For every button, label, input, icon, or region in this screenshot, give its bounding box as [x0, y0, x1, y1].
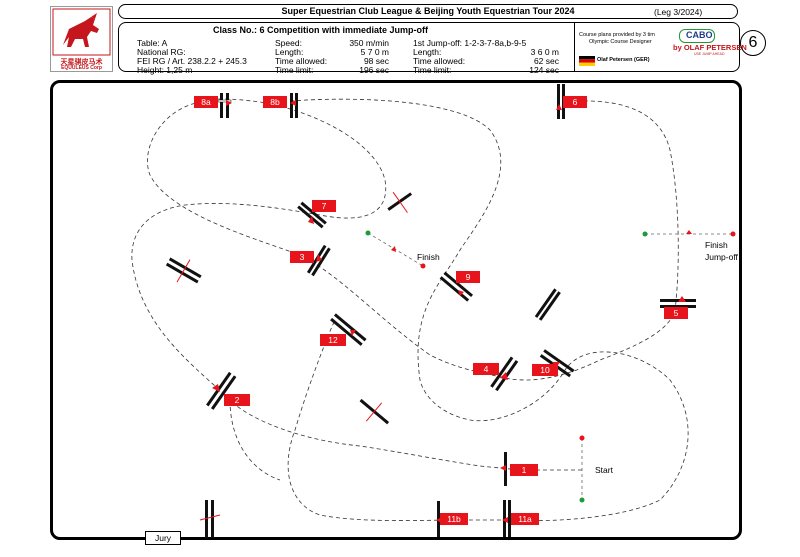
start-line — [579, 435, 585, 503]
fence-8b — [290, 93, 298, 118]
length-label: Length: — [275, 47, 304, 57]
logo-subtext: EQUULEUS Corp — [61, 65, 102, 71]
logo-text: 天星骐皮马术 — [60, 59, 103, 66]
label-11b: 11b — [440, 513, 468, 525]
jury-box: Jury — [145, 531, 181, 545]
label-2: 2 — [224, 394, 250, 406]
fence-bottom-left — [199, 500, 221, 538]
label-11a-text: 11a — [518, 514, 532, 524]
label-7: 7 — [312, 200, 336, 212]
course-number-badge: 6 — [740, 30, 766, 56]
finish-jumpoff-line — [642, 230, 736, 237]
label-9-text: 9 — [466, 272, 471, 282]
fence-bottom-mid — [359, 398, 390, 425]
course-path-extra — [229, 399, 281, 481]
label-3: 3 — [290, 251, 314, 263]
label-11b-text: 11b — [447, 514, 461, 524]
start-label: Start — [595, 465, 614, 475]
label-1: 1 — [510, 464, 538, 476]
fence-left — [165, 257, 202, 284]
fence-11a — [503, 500, 511, 537]
finish-jumpoff-line2: Jump-off — [705, 252, 739, 262]
designer-name: Olaf Petersen (GER) — [597, 57, 650, 63]
designer-line1: Course plans provided by 3 tim — [579, 32, 655, 38]
designer-line2: Olympic Course Designer — [589, 39, 652, 45]
height-label: Height: 1,25 m — [137, 65, 193, 75]
label-12-text: 12 — [328, 335, 338, 345]
germany-flag-icon — [579, 56, 595, 66]
label-12: 12 — [320, 334, 346, 346]
speed-label: Speed: — [275, 38, 302, 48]
class-info-panel: Class No.: 6 Competition with immediate … — [118, 22, 747, 75]
fence-5 — [660, 299, 696, 308]
jumpoff-time-allowed-label: Time allowed: — [413, 56, 466, 66]
cabo-text: CABO — [686, 30, 713, 40]
label-4-text: 4 — [484, 364, 489, 374]
label-8a: 8a — [194, 96, 218, 108]
arena-boundary — [50, 80, 742, 540]
title-bar: Super Equestrian Club League & Beijing Y… — [118, 4, 738, 19]
label-5-text: 5 — [674, 308, 679, 318]
fence-12 — [330, 313, 367, 346]
label-2-text: 2 — [235, 395, 240, 405]
page-title: Super Equestrian Club League & Beijing Y… — [281, 6, 575, 16]
label-1-text: 1 — [522, 465, 527, 475]
fence-oxer-top — [387, 191, 413, 213]
finish-label: Finish — [417, 252, 440, 262]
brand-name: by OLAF PETERSEN — [673, 43, 747, 52]
jumpoff-time-limit-value: 124 sec — [529, 65, 559, 75]
fence-right-diag — [534, 288, 561, 321]
finish-jumpoff-line1: Finish — [705, 240, 728, 250]
jumpoff-label: 1st Jump-off: 1-2-3-7-8a,b-9-5 — [413, 38, 527, 48]
table-label: Table: A — [137, 38, 168, 48]
label-6: 6 — [563, 96, 587, 108]
length-value: 5 7 0 m — [360, 47, 389, 57]
label-6-text: 6 — [573, 97, 578, 107]
fei-rg-label: FEI RG / Art. 238.2.2 + 245.3 — [137, 56, 247, 66]
time-limit-value: 196 sec — [359, 65, 389, 75]
time-limit-label: Time limit: — [275, 65, 314, 75]
time-allowed-value: 98 sec — [363, 56, 389, 66]
label-10-text: 10 — [540, 365, 550, 375]
divider — [574, 23, 575, 71]
time-allowed-label: Time allowed: — [275, 56, 328, 66]
finish-line — [365, 230, 426, 269]
label-8b-text: 8b — [270, 97, 280, 107]
course-path-main — [131, 98, 679, 471]
fence-8a — [217, 93, 232, 118]
label-11a: 11a — [511, 513, 539, 525]
course-path-loop — [287, 98, 689, 521]
label-5: 5 — [664, 307, 688, 319]
jumpoff-time-allowed-value: 62 sec — [533, 56, 559, 66]
jumpoff-time-limit-label: Time limit: — [413, 65, 452, 75]
label-9: 9 — [456, 271, 480, 283]
jumpoff-length-label: Length: — [413, 47, 442, 57]
horse-logo-icon — [52, 8, 111, 56]
direction-arrows — [212, 100, 686, 523]
fence-7 — [297, 201, 327, 229]
label-10: 10 — [532, 364, 558, 376]
sponsor-logo: 天星骐皮马术 EQUULEUS Corp — [50, 6, 113, 72]
national-rg-label: National RG: — [137, 47, 186, 57]
label-8b: 8b — [263, 96, 287, 108]
class-title: Class No.: 6 Competition with immediate … — [213, 25, 429, 35]
fence-9 — [439, 271, 474, 302]
finish-jumpoff-label: Finish Jump-off — [705, 240, 739, 262]
label-4: 4 — [473, 363, 499, 375]
label-7-text: 7 — [322, 201, 327, 211]
speed-value: 350 m/min — [349, 38, 389, 48]
cabo-logo: CABO — [679, 29, 715, 43]
label-8a-text: 8a — [201, 97, 211, 107]
jumpoff-length-value: 3 6 0 m — [530, 47, 559, 57]
label-3-text: 3 — [300, 252, 305, 262]
brand-tagline: USE JUMP AHEAD — [694, 52, 725, 56]
